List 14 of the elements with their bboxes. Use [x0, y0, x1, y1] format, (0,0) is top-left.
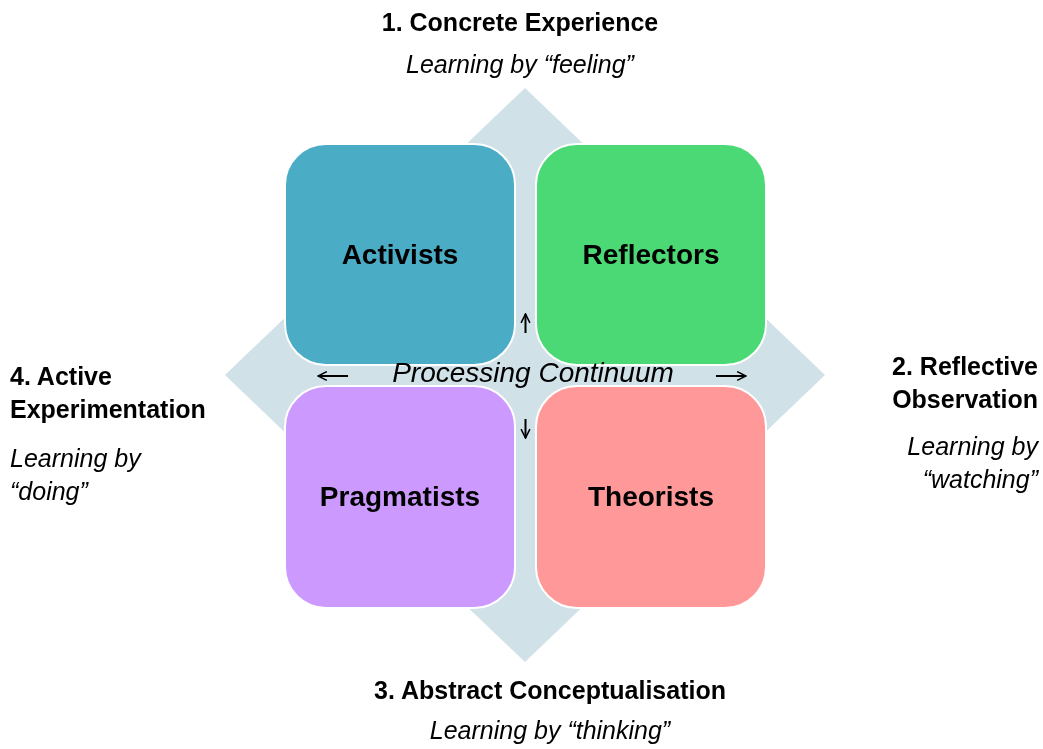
axis-label: Processing Continuum [391, 356, 675, 390]
box-label: Reflectors [582, 238, 720, 271]
stage-heading: 3. Abstract Conceptualisation [373, 675, 727, 706]
stage-heading: 1. Concrete Experience [380, 7, 660, 38]
box-label: Pragmatists [319, 481, 481, 513]
stage-heading: 4. Active Experimentation [10, 361, 207, 425]
stage-heading: 2. Reflective Observation [891, 351, 1038, 415]
stage-subtitle: Learning by “watching” [906, 431, 1038, 495]
quadrant-box [535, 385, 767, 609]
box-label: Theorists [588, 481, 714, 513]
stage-subtitle: Learning by “doing” [10, 443, 143, 507]
box-label: Activists [341, 238, 459, 271]
stage-subtitle: Learning by “feeling” [405, 49, 636, 80]
stage-subtitle: Learning by “thinking” [428, 715, 672, 746]
